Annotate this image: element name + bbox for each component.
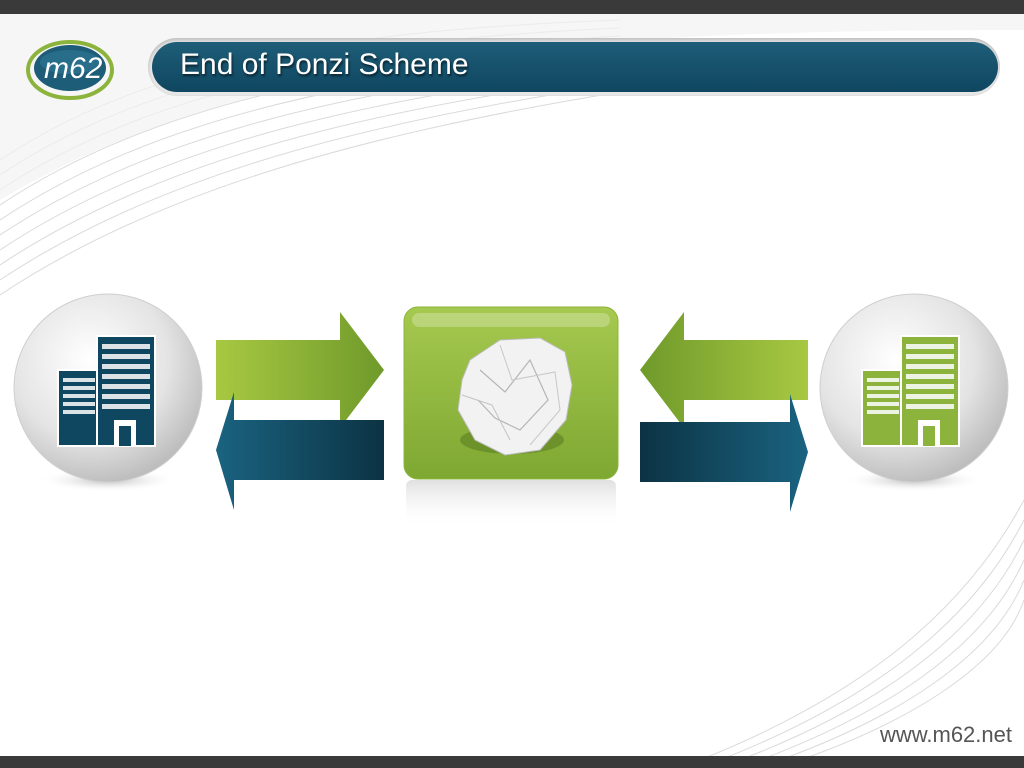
left-company-node (13, 293, 203, 492)
m62-logo: m62 (22, 26, 142, 106)
arrow-center-to-right (640, 394, 808, 512)
arrow-right-to-center (640, 312, 808, 428)
center-box-reflection (406, 480, 616, 528)
arrow-left-to-center (216, 312, 384, 428)
footer-url: www.m62.net (879, 722, 1012, 747)
center-scheme-node (403, 306, 619, 528)
right-company-node (819, 293, 1009, 492)
top-frame-bar (0, 0, 1024, 14)
page-title: End of Ponzi Scheme (180, 48, 469, 81)
bottom-frame-bar (0, 756, 1024, 768)
crumpled-paper-icon (457, 337, 573, 456)
office-building-icon (57, 335, 156, 447)
office-building-icon (861, 335, 960, 447)
logo-text: m62 (44, 52, 103, 85)
title-bar (152, 42, 998, 92)
arrow-center-to-left (216, 392, 384, 510)
